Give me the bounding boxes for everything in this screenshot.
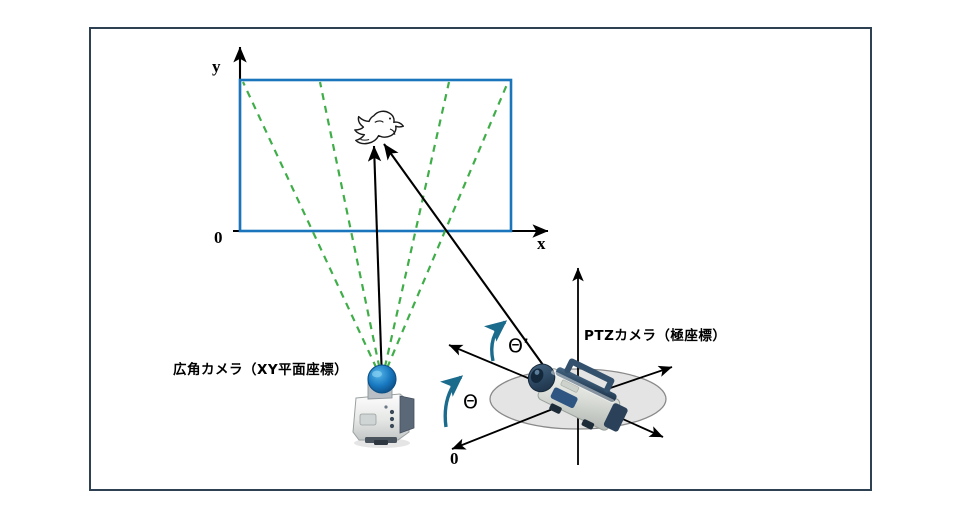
figure-border: [89, 27, 872, 491]
y-axis-label: y: [212, 57, 221, 76]
xy-origin-label: 0: [214, 228, 223, 247]
tilt-angle-label: Θ’: [508, 335, 529, 357]
polar-origin-label: 0: [450, 449, 459, 468]
pan-angle-label: Θ: [463, 391, 478, 413]
wide-camera-label: 広角カメラ（XY平面座標）: [173, 362, 349, 378]
x-axis-label: x: [537, 234, 546, 253]
ptz-camera-label: PTZカメラ（極座標）: [584, 328, 727, 344]
